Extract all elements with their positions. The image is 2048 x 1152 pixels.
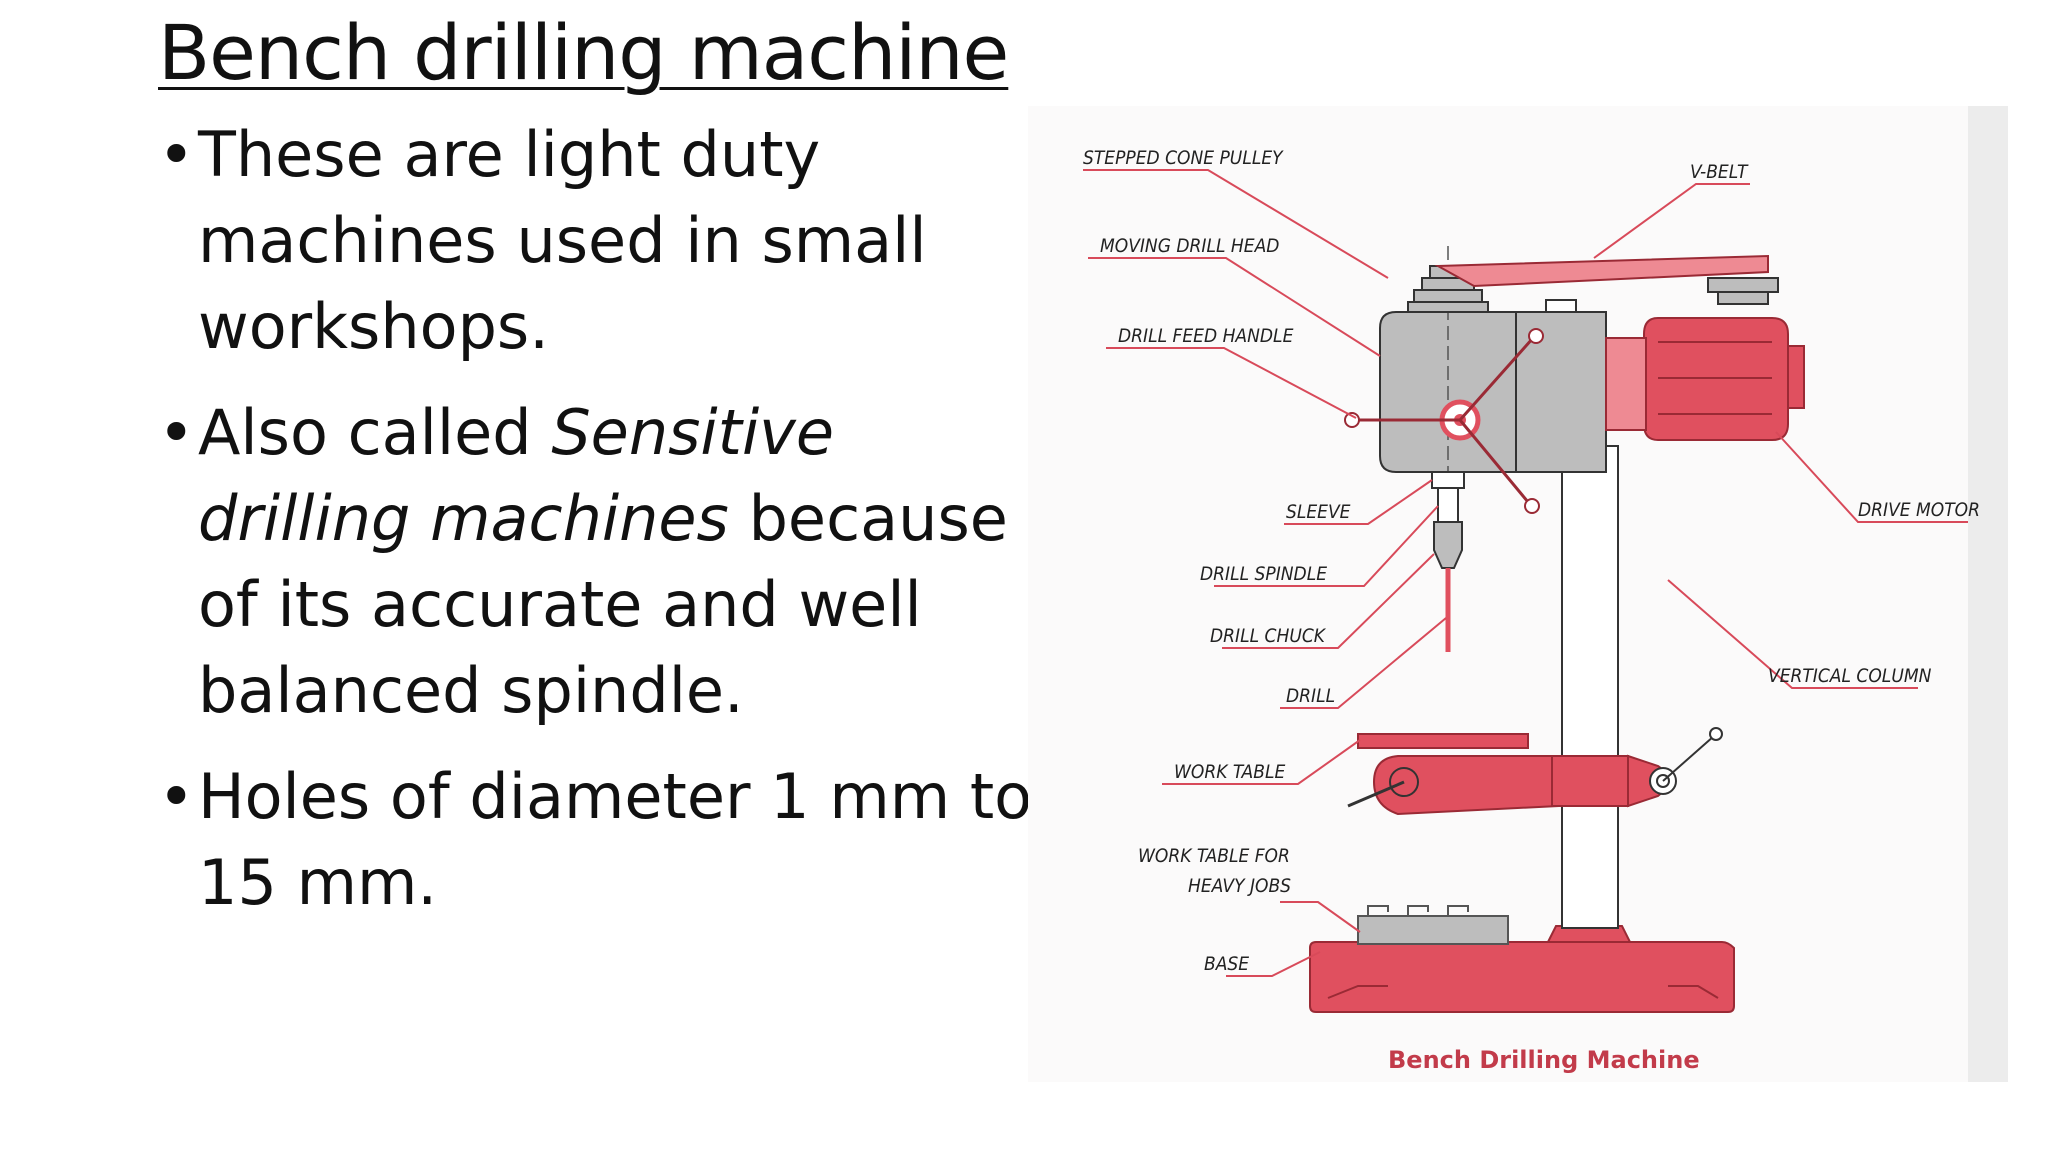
slide-title: Bench drilling machine bbox=[158, 8, 1009, 97]
bullet-item: • Also called Sensitive drilling machine… bbox=[158, 390, 1038, 734]
drill-spindle bbox=[1437, 487, 1459, 523]
label-stepped-cone-pulley: STEPPED CONE PULLEY bbox=[1083, 147, 1284, 169]
t-slots bbox=[1367, 905, 1469, 916]
work-table-arm bbox=[1372, 755, 1559, 816]
label-base: BASE bbox=[1204, 953, 1249, 975]
machine-figure: STEPPED CONE PULLEY V-BELT MOVING DRILL … bbox=[1083, 106, 2008, 1082]
motor-mount bbox=[1605, 337, 1647, 431]
label-drill: DRILL bbox=[1286, 685, 1335, 707]
bullet-text: Also called bbox=[198, 396, 552, 469]
label-work-table-heavy-line2: HEAVY JOBS bbox=[1188, 875, 1291, 897]
bullet-dot: • bbox=[158, 118, 195, 191]
scan-edge bbox=[1968, 106, 2008, 1082]
sleeve bbox=[1431, 471, 1465, 489]
bullet-dot: • bbox=[158, 396, 195, 469]
machine-base bbox=[1309, 941, 1735, 1013]
vertical-column bbox=[1561, 445, 1619, 929]
label-moving-drill-head: MOVING DRILL HEAD bbox=[1100, 235, 1279, 257]
feed-handle-arm bbox=[1458, 337, 1535, 421]
bullet-text: because of its accurate and well balance… bbox=[198, 482, 1008, 727]
label-vertical-column: VERTICAL COLUMN bbox=[1768, 665, 1932, 687]
diagram-caption: Bench Drilling Machine bbox=[1388, 1046, 1700, 1074]
label-work-table: WORK TABLE bbox=[1174, 761, 1285, 783]
label-work-table-heavy-line1: WORK TABLE FOR bbox=[1138, 845, 1290, 867]
stepped-cone-pulley bbox=[1407, 301, 1489, 313]
bullet-list: •These are light duty machines used in s… bbox=[158, 112, 1038, 946]
base-detail bbox=[1327, 985, 1719, 999]
label-sleeve: SLEEVE bbox=[1286, 501, 1351, 523]
work-table bbox=[1357, 733, 1529, 749]
bullet-item: •These are light duty machines used in s… bbox=[158, 112, 1038, 370]
motor-pulley bbox=[1707, 277, 1779, 293]
label-drill-feed-handle: DRILL FEED HANDLE bbox=[1118, 325, 1294, 347]
bench-drilling-machine-diagram: STEPPED CONE PULLEY V-BELT MOVING DRILL … bbox=[1028, 106, 2008, 1082]
bullet-text: These are light duty machines used in sm… bbox=[198, 118, 927, 363]
bullet-emphasis: Sensitive drilling machines bbox=[198, 396, 835, 555]
label-drive-motor: DRIVE MOTOR bbox=[1858, 499, 1980, 521]
leader-lines bbox=[1083, 169, 1968, 977]
clamp-lever bbox=[1662, 735, 1715, 782]
drill-chuck bbox=[1433, 521, 1463, 569]
feed-handle-arm bbox=[1458, 419, 1530, 503]
label-v-belt: V-BELT bbox=[1690, 161, 1749, 183]
table-clamp bbox=[1551, 755, 1629, 807]
heavy-job-table bbox=[1357, 915, 1509, 945]
bullet-text: Holes of diameter 1 mm to 15 mm. bbox=[198, 760, 1033, 919]
bullet-dot: • bbox=[158, 760, 195, 833]
label-drill-spindle: DRILL SPINDLE bbox=[1200, 563, 1327, 585]
label-drill-chuck: DRILL CHUCK bbox=[1210, 625, 1327, 647]
bullet-item: •Holes of diameter 1 mm to 15 mm. bbox=[158, 754, 1038, 926]
column-foot bbox=[1546, 925, 1632, 943]
v-belt bbox=[1434, 254, 1769, 288]
table-handle bbox=[1347, 780, 1405, 808]
